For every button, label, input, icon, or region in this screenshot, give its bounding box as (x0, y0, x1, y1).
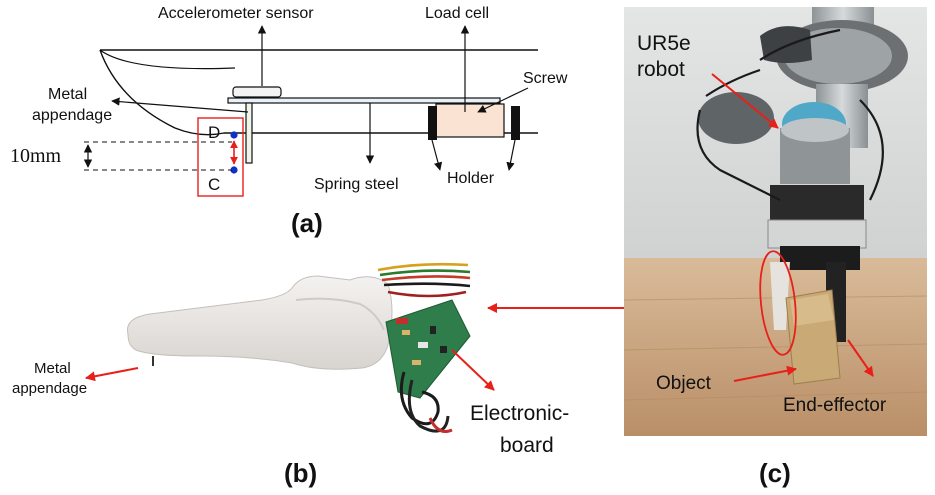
distance-label: 10mm (10, 145, 62, 167)
metal-appendage-leader-b (85, 367, 139, 382)
robot-label-2: robot (637, 58, 685, 81)
metal-appendage-leader-a (111, 97, 249, 113)
screw-label: Screw (523, 70, 568, 87)
end-effector-label: End-effector (783, 395, 887, 416)
electronic-board-label-2: board (500, 434, 554, 457)
robot-label-1: UR5e (637, 32, 691, 55)
spring-steel-label: Spring steel (314, 176, 399, 193)
contact-region-box (197, 117, 244, 197)
point-d-dot (230, 131, 238, 139)
board-cables (399, 371, 453, 433)
load-cell-block (435, 103, 505, 138)
finger-body (126, 275, 393, 370)
wire-bundle (377, 262, 471, 298)
electronic-board-leader (451, 349, 495, 391)
finger-tip-curve (99, 49, 236, 70)
holder-right (511, 106, 520, 140)
object-box (785, 289, 841, 385)
robot-cables (696, 28, 884, 201)
metal-appendage-label-a1: Metal (48, 86, 87, 103)
object-leader (733, 365, 797, 382)
holder-label: Holder (447, 170, 495, 187)
spring-steel-plate (227, 97, 501, 104)
accelerometer-label: Accelerometer sensor (158, 5, 314, 22)
holder-leader-right (506, 139, 516, 171)
metal-appendage-label-b1: Metal (34, 360, 71, 377)
holder-left (428, 106, 437, 140)
object-label: Object (656, 373, 712, 394)
panel-c-robot-photo: UR5e robot Object End-effector (c) (623, 7, 928, 488)
finger-knuckle-shading (295, 297, 385, 331)
robot-leader (711, 73, 779, 129)
holder-leader-left (431, 139, 443, 171)
panel-b-caption: (b) (284, 458, 317, 488)
load-cell-label: Load cell (425, 5, 489, 22)
point-c-label: C (208, 175, 220, 194)
electronic-board (385, 299, 471, 399)
accelerometer-sensor-block (232, 86, 282, 98)
finger-highlight-ellipse (759, 250, 797, 356)
panel-a-schematic: D C 10mm Accelerometer sensor Load cell … (10, 5, 568, 238)
panel-c-caption: (c) (759, 458, 791, 488)
panel-a-caption: (a) (291, 208, 323, 238)
metal-appendage-label-b2: appendage (12, 380, 87, 397)
metal-appendage-label-a2: appendage (32, 107, 112, 124)
screw-leader (477, 87, 529, 113)
point-d-label: D (208, 123, 220, 142)
metal-appendage-bar (245, 102, 253, 164)
end-effector-leader (847, 339, 874, 377)
end-effector-gripper (770, 246, 860, 342)
point-c-dot (230, 166, 238, 174)
panel-b-finger-photo: Metal appendage Electronic- board (b) (12, 262, 569, 488)
electronic-board-label-1: Electronic- (470, 402, 569, 425)
